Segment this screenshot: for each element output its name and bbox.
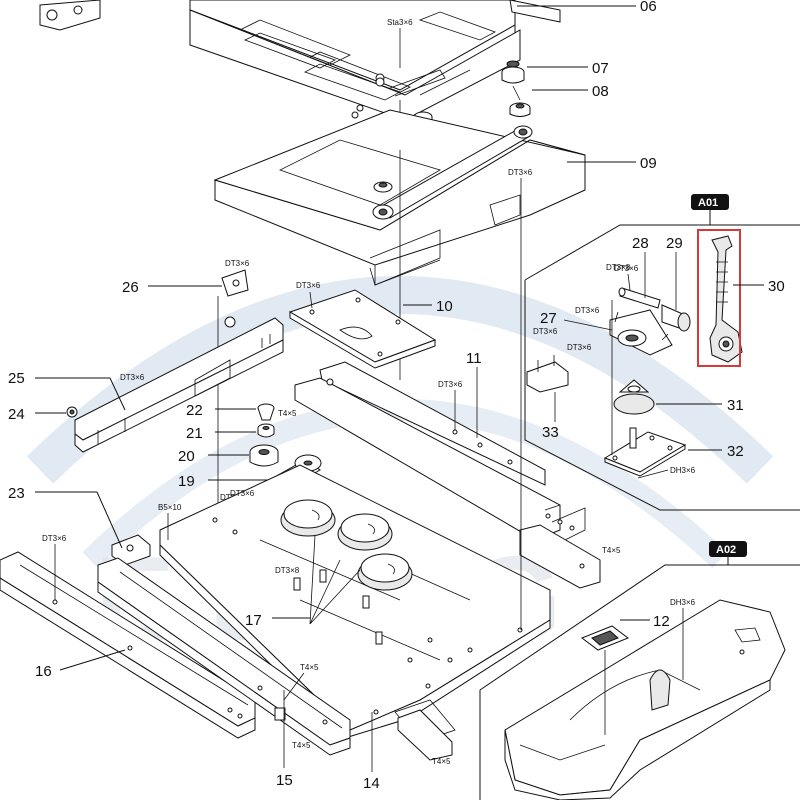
screw-label: DT3×6 <box>120 373 145 382</box>
label-21: 21 <box>186 425 203 442</box>
badge-a01 <box>691 194 729 210</box>
screw-label: DT3×6 <box>296 281 321 290</box>
part-10-bracket <box>288 289 437 369</box>
label-22: 22 <box>186 402 203 419</box>
label-07: 07 <box>592 60 609 77</box>
screw-label: T4×5 <box>300 663 319 672</box>
screw-label: DT3×6 <box>567 343 592 352</box>
badge-a02 <box>709 541 747 557</box>
label-27: 27 <box>540 310 557 327</box>
part-16-rail <box>0 551 351 756</box>
part-22-knob <box>257 403 275 421</box>
label-10: 10 <box>436 298 453 315</box>
part-12-pad <box>580 625 630 651</box>
label-24: 24 <box>8 406 25 423</box>
screw-label: DT3×6 <box>438 380 463 389</box>
screw-label: DT3×8 <box>275 566 300 575</box>
part-21-washer <box>257 423 275 438</box>
label-11: 11 <box>466 350 482 367</box>
badge-a02-text: A02 <box>716 544 736 556</box>
label-28: 28 <box>632 235 649 252</box>
part-28-shaft <box>618 287 661 309</box>
part-29-pinion <box>661 304 691 332</box>
label-23: 23 <box>8 485 25 502</box>
screw-label: DT3×6 <box>533 327 558 336</box>
part-27-bracket <box>609 309 673 356</box>
label-30: 30 <box>768 278 785 295</box>
part-right-slide-rail <box>397 524 601 761</box>
screw-label: DT3×6 <box>225 259 250 268</box>
label-31: 31 <box>727 397 744 414</box>
screw-label: T4×5 <box>292 741 311 750</box>
label-32: 32 <box>727 443 744 460</box>
part-11-rail <box>294 361 586 546</box>
part-a02-housing <box>504 599 786 800</box>
part-link-arm <box>372 125 533 220</box>
part-06-plate-lower <box>189 9 521 121</box>
screw-label: T4×5 <box>602 546 621 555</box>
part-06-top-plate <box>39 0 561 112</box>
part-24-screw <box>66 406 78 418</box>
label-25: 25 <box>8 370 25 387</box>
screw-label: DT3×6 <box>42 534 67 543</box>
label-08: 08 <box>592 83 609 100</box>
part-23-bracket <box>111 534 151 566</box>
badge-a01-text: A01 <box>698 197 718 209</box>
label-26: 26 <box>122 279 139 296</box>
label-12: 12 <box>653 613 670 630</box>
screw-label: DT3×6 <box>508 168 533 177</box>
part-14-tray <box>159 464 551 743</box>
part-07-spacer <box>501 60 525 84</box>
screw-label: Sta3×6 <box>387 18 413 27</box>
label-19: 19 <box>178 473 195 490</box>
part-20-roller <box>249 444 279 467</box>
screw-label: DT3×6 <box>614 264 639 273</box>
part-30-lever <box>709 235 743 363</box>
screw-label: T4×5 <box>278 409 297 418</box>
part-32-plate <box>603 427 687 477</box>
part-08-washer <box>509 102 531 117</box>
label-17: 17 <box>245 612 262 629</box>
label-20: 20 <box>178 448 195 465</box>
label-06: 06 <box>640 0 657 15</box>
screw-label: T4×5 <box>432 757 451 766</box>
label-29: 29 <box>666 235 683 252</box>
part-33-bracket <box>526 355 569 393</box>
screw-label: DH3×6 <box>670 598 696 607</box>
label-09: 09 <box>640 155 657 172</box>
part-31-gear <box>613 379 655 415</box>
label-15: 15 <box>276 772 293 789</box>
part-26-clip <box>221 269 249 297</box>
label-33: 33 <box>542 424 559 441</box>
inset-a02: A02 <box>479 541 800 800</box>
screw-label: DT3×6 <box>575 306 600 315</box>
label-16: 16 <box>35 663 52 680</box>
label-14: 14 <box>363 775 380 792</box>
screw-label: B5×10 <box>158 503 182 512</box>
part-17-gears <box>280 499 413 645</box>
part-15-clip <box>274 707 286 721</box>
screw-label: DT3×8 <box>606 263 631 272</box>
part-25-rail <box>74 316 284 453</box>
highlight-box-30 <box>697 229 741 367</box>
screw-label: DH3×6 <box>670 466 696 475</box>
inset-a01: A01 <box>524 194 800 511</box>
screw-label: DT3×6 <box>230 489 255 498</box>
